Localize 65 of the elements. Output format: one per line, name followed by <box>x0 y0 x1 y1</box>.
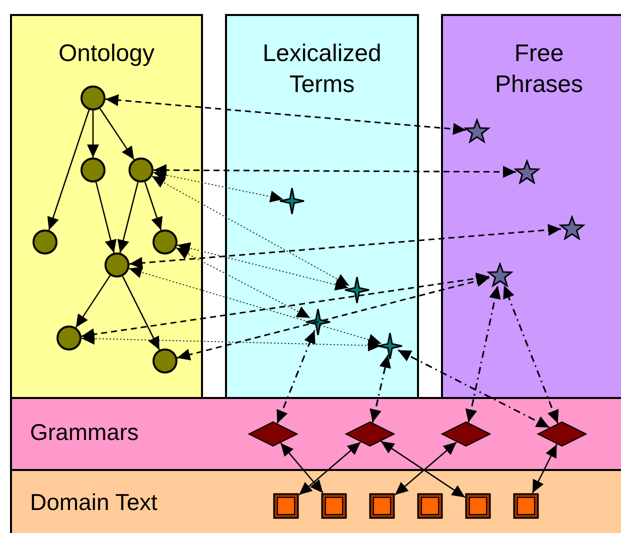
term-sparkle <box>279 187 305 215</box>
arrow <box>144 182 163 230</box>
dotted-arrow <box>151 176 350 286</box>
dotted-arrow <box>152 169 284 202</box>
panel-heading: Grammars <box>30 418 139 447</box>
concept-circle <box>152 229 178 255</box>
arrow <box>394 442 457 496</box>
column-panel <box>10 14 203 399</box>
dashed-arrow <box>176 275 490 360</box>
text-square <box>465 493 491 519</box>
term-sparkle <box>344 276 370 304</box>
arrow <box>280 442 324 494</box>
panel-heading: Ontology <box>57 39 156 69</box>
phrase-star <box>464 118 490 144</box>
text-square <box>273 493 299 519</box>
dash-dot-arrow <box>465 286 501 422</box>
dotted-arrow <box>176 242 349 290</box>
text-square <box>369 493 395 519</box>
dashed-arrow <box>154 164 516 178</box>
arrow <box>298 442 361 496</box>
arrow <box>75 275 111 328</box>
text-square <box>513 493 539 519</box>
term-sparkle <box>305 308 331 336</box>
panel-heading: Domain Text <box>30 488 158 517</box>
arrow <box>380 440 466 498</box>
arrow <box>532 444 558 494</box>
concept-circle <box>128 157 154 183</box>
grammar-diamond <box>248 421 298 447</box>
dotted-arrow <box>176 247 311 318</box>
arrow <box>99 108 135 160</box>
column-panel <box>441 14 621 399</box>
column-panel <box>225 14 419 399</box>
dash-dot-arrow <box>370 354 391 423</box>
dash-dot-arrow <box>503 284 559 424</box>
concept-circle <box>104 252 130 278</box>
row-band <box>10 397 621 471</box>
panel-heading: Free Phrases <box>494 39 584 100</box>
text-square <box>321 493 347 519</box>
dash-dot-arrow <box>276 330 316 424</box>
phrase-star <box>514 159 540 185</box>
dotted-arrow <box>128 266 382 346</box>
concept-circle <box>80 85 106 111</box>
phrase-star <box>559 215 585 241</box>
dashed-arrow <box>81 272 490 340</box>
concept-circle <box>80 157 106 183</box>
dotted-arrow <box>81 332 382 352</box>
grammar-diamond <box>345 421 395 447</box>
phrase-star <box>487 262 513 288</box>
arrow <box>87 110 99 158</box>
grammar-diamond <box>441 421 491 447</box>
grammar-diamond <box>537 421 587 447</box>
text-square <box>417 493 443 519</box>
concept-circle <box>152 348 178 374</box>
panel-heading: Lexicalized Terms <box>262 39 382 100</box>
concept-circle <box>56 325 82 351</box>
row-band <box>10 469 621 533</box>
dashed-arrow <box>129 224 562 269</box>
term-sparkle <box>377 332 403 360</box>
dash-dot-arrow <box>398 349 550 428</box>
arrow <box>117 182 139 254</box>
concept-circle <box>32 229 58 255</box>
arrow <box>122 276 160 350</box>
arrow <box>47 110 90 230</box>
arrow <box>95 182 117 254</box>
dashed-arrow <box>105 94 466 135</box>
